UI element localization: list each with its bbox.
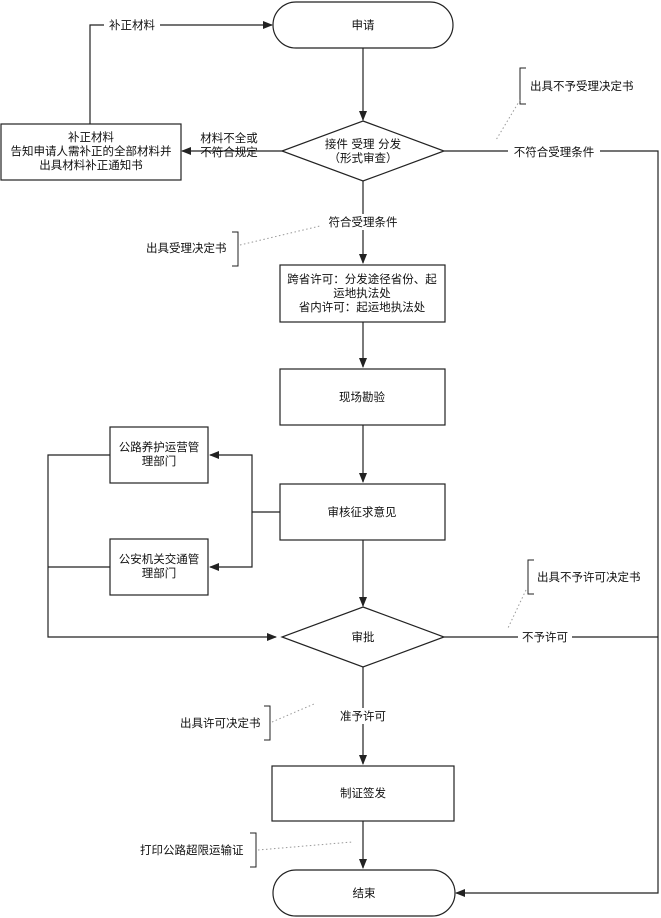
edge-supplement-start — [89, 21, 273, 124]
police-dept-line-1: 公安机关交通管 — [119, 552, 200, 566]
police-dept-line-2: 理部门 — [142, 566, 177, 580]
distribute-line-2: 运地执法处 — [333, 286, 391, 300]
end-label: 结束 — [353, 886, 376, 900]
edge-label-not-eligible: 不符合受理条件 — [514, 145, 595, 159]
edge-label-eligible: 符合受理条件 — [329, 215, 398, 229]
note-deny-decision-text: 出具不予许可决定书 — [537, 570, 641, 584]
edge-review-road — [209, 451, 253, 512]
survey-label: 现场勘验 — [339, 390, 385, 404]
issue-box: 制证签发 — [271, 765, 455, 822]
edge-label-incomplete-2: 不符合规定 — [200, 145, 258, 159]
survey-box: 现场勘验 — [279, 368, 446, 426]
edge-label-grant: 准予许可 — [340, 709, 386, 723]
approve-decision: 审批 — [280, 606, 446, 668]
note-permit-decision: 出具许可决定书 — [180, 703, 315, 741]
note-print-cert-text: 打印公路超限运输证 — [140, 843, 244, 857]
note-reject-acceptance-text: 出具不予受理决定书 — [530, 79, 634, 93]
edge-intake-end — [444, 150, 659, 897]
note-accept-decision: 出具受理决定书 — [146, 225, 321, 267]
road-dept-line-2: 理部门 — [142, 454, 177, 468]
note-accept-decision-text: 出具受理决定书 — [146, 241, 227, 255]
supplement-line-1: 补正材料 — [68, 130, 114, 144]
road-dept-line-1: 公路养护运营管 — [119, 440, 200, 454]
issue-label: 制证签发 — [340, 786, 386, 800]
intake-label-1: 接件 受理 分发 — [325, 137, 402, 151]
note-deny-decision: 出具不予许可决定书 — [507, 559, 641, 629]
note-print-cert: 打印公路超限运输证 — [140, 832, 353, 868]
review-box: 审核征求意见 — [279, 483, 446, 541]
police-dept-box: 公安机关交通管 理部门 — [109, 538, 209, 596]
edge-label-incomplete-1: 材料不全或 — [200, 131, 258, 145]
approve-label: 审批 — [352, 630, 375, 644]
start-node: 申请 — [272, 1, 454, 49]
intake-label-2: （形式审查） — [329, 151, 398, 165]
edge-road-approve — [47, 454, 277, 641]
edge-review-police — [209, 512, 253, 571]
supplement-line-2: 告知申请人需补正的全部材料并 — [11, 144, 172, 158]
start-label: 申请 — [352, 18, 375, 32]
edge-label-supplement: 补正材料 — [109, 18, 155, 32]
intake-decision: 接件 受理 分发 （形式审查） — [280, 120, 446, 182]
review-label: 审核征求意见 — [328, 505, 397, 519]
distribute-line-1: 跨省许可：分发途径省份、起 — [287, 272, 437, 286]
supplement-box: 补正材料 告知申请人需补正的全部材料并 出具材料补正通知书 — [0, 123, 182, 181]
supplement-line-3: 出具材料补正通知书 — [39, 158, 143, 172]
end-node: 结束 — [272, 869, 456, 917]
distribute-box: 跨省许可：分发途径省份、起 运地执法处 省内许可：起运地执法处 — [279, 264, 446, 323]
road-dept-box: 公路养护运营管 理部门 — [109, 426, 209, 484]
distribute-line-3: 省内许可：起运地执法处 — [299, 300, 426, 314]
note-permit-decision-text: 出具许可决定书 — [180, 716, 261, 730]
edge-label-deny: 不予许可 — [522, 630, 568, 644]
note-reject-acceptance: 出具不予受理决定书 — [495, 67, 634, 141]
